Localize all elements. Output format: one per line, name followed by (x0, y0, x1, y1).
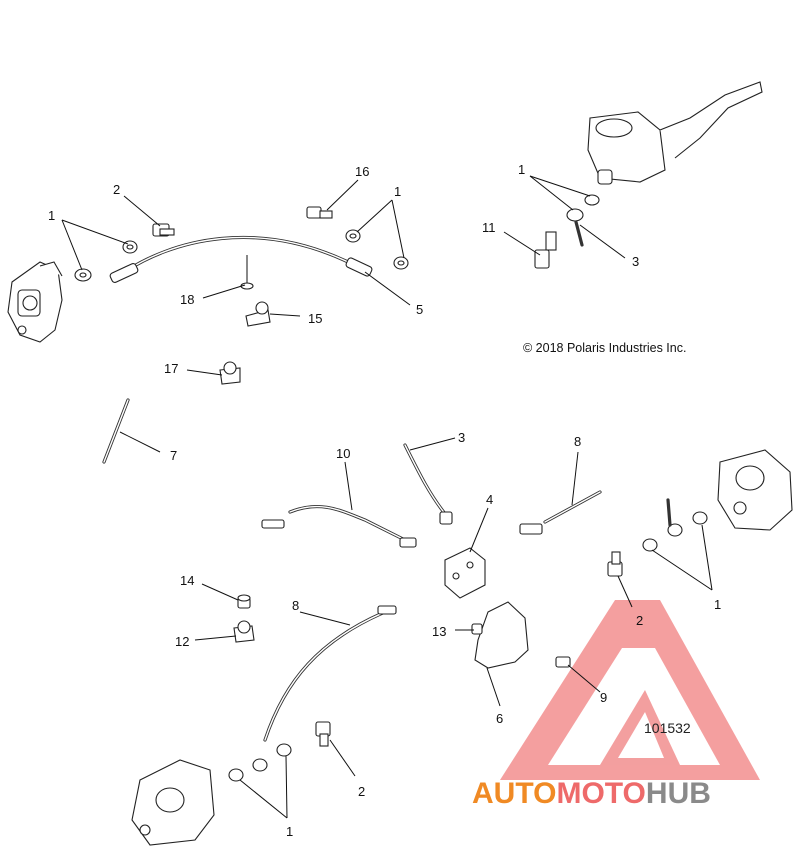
bolt-part (237, 594, 251, 609)
caliper-right (717, 449, 793, 531)
callout-2: 2 (358, 784, 365, 799)
washer-part (642, 538, 658, 552)
washer-part (74, 268, 92, 282)
banjo-bolt-part (315, 721, 331, 747)
callout-1: 1 (518, 162, 525, 177)
brake-line-3 (403, 443, 453, 525)
callout-3: 3 (632, 254, 639, 269)
callout-10: 10 (336, 446, 350, 461)
callout-5: 5 (416, 302, 423, 317)
clip-part (219, 361, 241, 385)
brake-line-8-upper (519, 490, 602, 535)
callout-1: 1 (286, 824, 293, 839)
washer-part (122, 240, 138, 254)
callout-15: 15 (308, 311, 322, 326)
callout-1: 1 (394, 184, 401, 199)
callout-18: 18 (180, 292, 194, 307)
clip-part (233, 620, 255, 643)
caliper-top-left (7, 261, 63, 343)
banjo-bolt-part (152, 223, 175, 237)
watermark-logo (500, 600, 760, 780)
washer-part (584, 194, 600, 206)
brake-hose-upper (109, 235, 373, 284)
callout-8: 8 (574, 434, 581, 449)
callout-16: 16 (355, 164, 369, 179)
caliper-bottom-left (131, 759, 215, 846)
master-cylinder (587, 81, 763, 185)
mounting-bracket (474, 601, 529, 669)
callout-7: 7 (170, 448, 177, 463)
banjo-bolt-part (534, 231, 557, 269)
washer-part (228, 768, 244, 782)
callout-1: 1 (48, 208, 55, 223)
callout-9: 9 (600, 690, 607, 705)
callout-4: 4 (486, 492, 493, 507)
callout-6: 6 (496, 711, 503, 726)
bolt-part (471, 623, 483, 635)
banjo-fitting-part (252, 758, 268, 772)
callout-3: 3 (458, 430, 465, 445)
copyright-notice: © 2018 Polaris Industries Inc. (523, 341, 686, 355)
bleeder-fitting-part (306, 206, 333, 219)
diagram-reference-number: 101532 (644, 720, 691, 736)
washer-part (692, 511, 708, 525)
banjo-fitting-part (566, 208, 584, 247)
push-rivet-part (240, 255, 254, 290)
brake-line-8-lower (263, 605, 397, 742)
leader-lines (61, 175, 713, 819)
banjo-bolt-part (607, 551, 623, 577)
brake-line-short (102, 398, 130, 464)
distribution-block (444, 547, 486, 599)
bolt-part (555, 656, 571, 668)
brake-line-10 (261, 504, 417, 548)
washer-part (345, 229, 361, 243)
washer-part (276, 743, 292, 757)
callout-1: 1 (714, 597, 721, 612)
callout-13: 13 (432, 624, 446, 639)
banjo-fitting-part (666, 498, 683, 537)
washer-part (393, 256, 409, 270)
watermark-text: AUTOMOTOHUB (472, 777, 711, 810)
callout-17: 17 (164, 361, 178, 376)
clip-part (245, 301, 271, 327)
callout-12: 12 (175, 634, 189, 649)
callout-2: 2 (636, 613, 643, 628)
callout-2: 2 (113, 182, 120, 197)
callout-14: 14 (180, 573, 194, 588)
callout-11: 11 (482, 220, 496, 235)
callout-8: 8 (292, 598, 299, 613)
